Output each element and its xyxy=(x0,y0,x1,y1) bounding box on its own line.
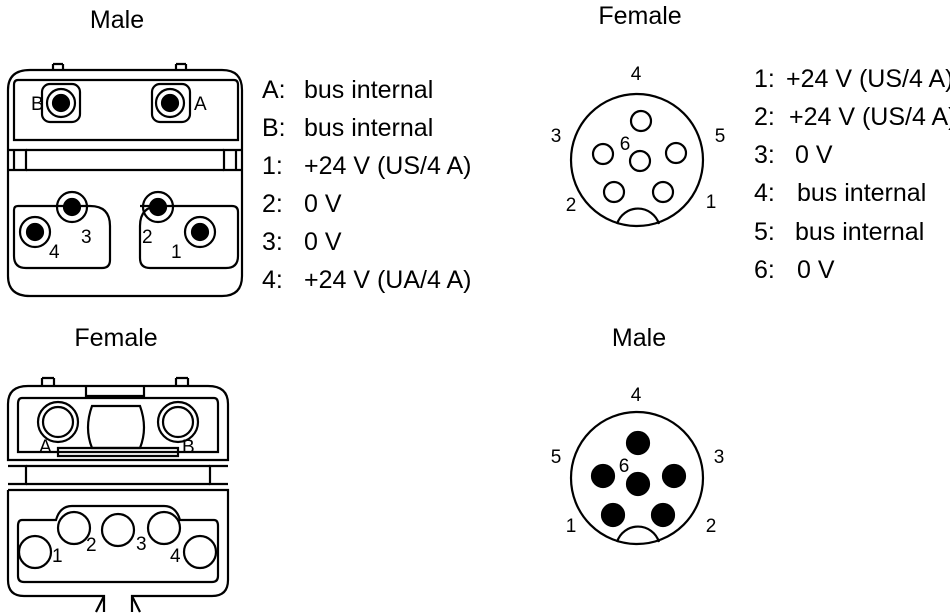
male-rect-title: Male xyxy=(90,6,144,34)
legend-pin: B: xyxy=(262,114,286,142)
legend-pin: 2: xyxy=(262,190,283,218)
female-round-title: Female xyxy=(598,2,681,30)
female-round-legend: 1: +24 V (US/4 A) 2: +24 V (US/4 A) 3: 0… xyxy=(754,65,950,284)
male-rect-pin-label-a: A xyxy=(194,94,207,115)
male-rect-pin-label-2: 2 xyxy=(142,227,153,248)
female-rect-pin-label-4: 4 xyxy=(170,546,181,567)
male-rect-connector xyxy=(6,62,244,298)
legend-desc: bus internal xyxy=(304,76,433,104)
male-rect-pin-label-3: 3 xyxy=(81,227,92,248)
legend-desc: 0 V xyxy=(304,228,342,256)
legend-desc: bus internal xyxy=(795,218,924,246)
male-rect-pin-label-1: 1 xyxy=(171,242,182,263)
female-round-pin-label-4: 4 xyxy=(631,64,642,85)
male-rect-pin-label-4: 4 xyxy=(49,242,60,263)
female-round-pin-label-1: 1 xyxy=(706,192,717,213)
legend-pin: 4: xyxy=(754,179,775,207)
legend-pin: 4: xyxy=(262,266,283,294)
female-round-pin-label-3: 3 xyxy=(551,126,562,147)
legend-pin: 3: xyxy=(754,141,775,169)
legend-desc: +24 V (US/4 A) xyxy=(304,152,471,180)
female-round-pin-label-2: 2 xyxy=(566,195,577,216)
male-round-pin-label-2: 2 xyxy=(706,516,717,537)
legend-pin: 5: xyxy=(754,218,775,246)
legend-pin: 1: xyxy=(262,152,283,180)
female-rect-pin-label-b: B xyxy=(182,437,195,458)
male-round-pin-label-1: 1 xyxy=(566,516,577,537)
female-rect-pin-label-a: A xyxy=(39,437,52,458)
female-round-pin-label-6: 6 xyxy=(620,134,631,155)
legend-desc: 0 V xyxy=(795,141,833,169)
legend-desc: 0 V xyxy=(304,190,342,218)
legend-pin: 3: xyxy=(262,228,283,256)
legend-pin: A: xyxy=(262,76,286,104)
legend-pin: 6: xyxy=(754,256,775,284)
male-round-title: Male xyxy=(612,324,666,352)
female-round-connector xyxy=(569,92,705,228)
male-rect-legend: A: bus internal B: bus internal 1: +24 V… xyxy=(262,76,471,294)
female-rect-pin-label-1: 1 xyxy=(52,546,63,567)
male-rect-pin-label-b: B xyxy=(31,94,44,115)
legend-desc: +24 V (US/4 A) xyxy=(786,65,950,93)
female-rect-title: Female xyxy=(74,324,157,352)
male-round-connector xyxy=(569,410,705,546)
legend-desc: +24 V (UA/4 A) xyxy=(304,266,471,294)
male-round-pin-label-5: 5 xyxy=(551,447,562,468)
male-round-pin-label-4: 4 xyxy=(631,385,642,406)
legend-desc: 0 V xyxy=(797,256,835,284)
legend-desc: bus internal xyxy=(304,114,433,142)
female-rect-pin-label-2: 2 xyxy=(86,535,97,556)
male-round-pin-label-3: 3 xyxy=(714,447,725,468)
legend-pin: 1: xyxy=(754,65,775,93)
legend-desc: +24 V (US/4 A) xyxy=(789,103,950,131)
female-rect-connector xyxy=(6,376,230,613)
legend-desc: bus internal xyxy=(797,179,926,207)
female-round-pin-label-5: 5 xyxy=(715,126,726,147)
male-round-pin-label-6: 6 xyxy=(619,456,630,477)
female-rect-pin-label-3: 3 xyxy=(136,534,147,555)
legend-pin: 2: xyxy=(754,103,775,131)
